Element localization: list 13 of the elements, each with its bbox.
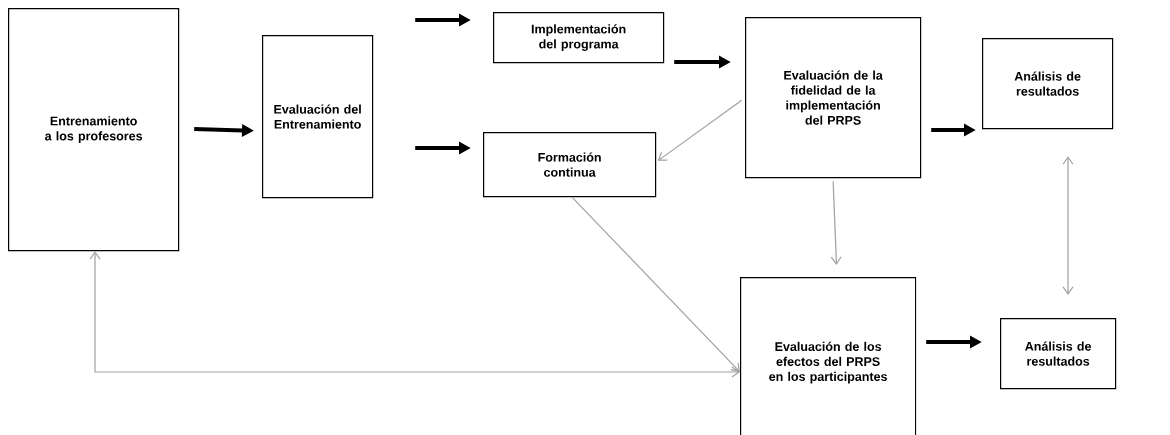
process-box: Implementación del programa	[493, 12, 665, 64]
arrow	[830, 180, 842, 265]
process-box: Entrenamiento a los profesores	[8, 8, 180, 252]
process-box: Evaluación del Entrenamiento	[262, 35, 374, 199]
arrow	[89, 251, 740, 378]
arrow	[572, 197, 740, 372]
process-box: Análisis de resultados	[1000, 318, 1117, 390]
process-box: Formación continua	[483, 132, 657, 198]
process-box: Análisis de resultados	[982, 38, 1114, 130]
arrow	[1062, 156, 1074, 295]
process-box: Evaluación de los efectos del PRPS en los participantes	[740, 277, 917, 435]
arrow	[657, 99, 743, 161]
process-box: Evaluación de la fidelidad de la implementación del PRPS	[745, 17, 922, 179]
